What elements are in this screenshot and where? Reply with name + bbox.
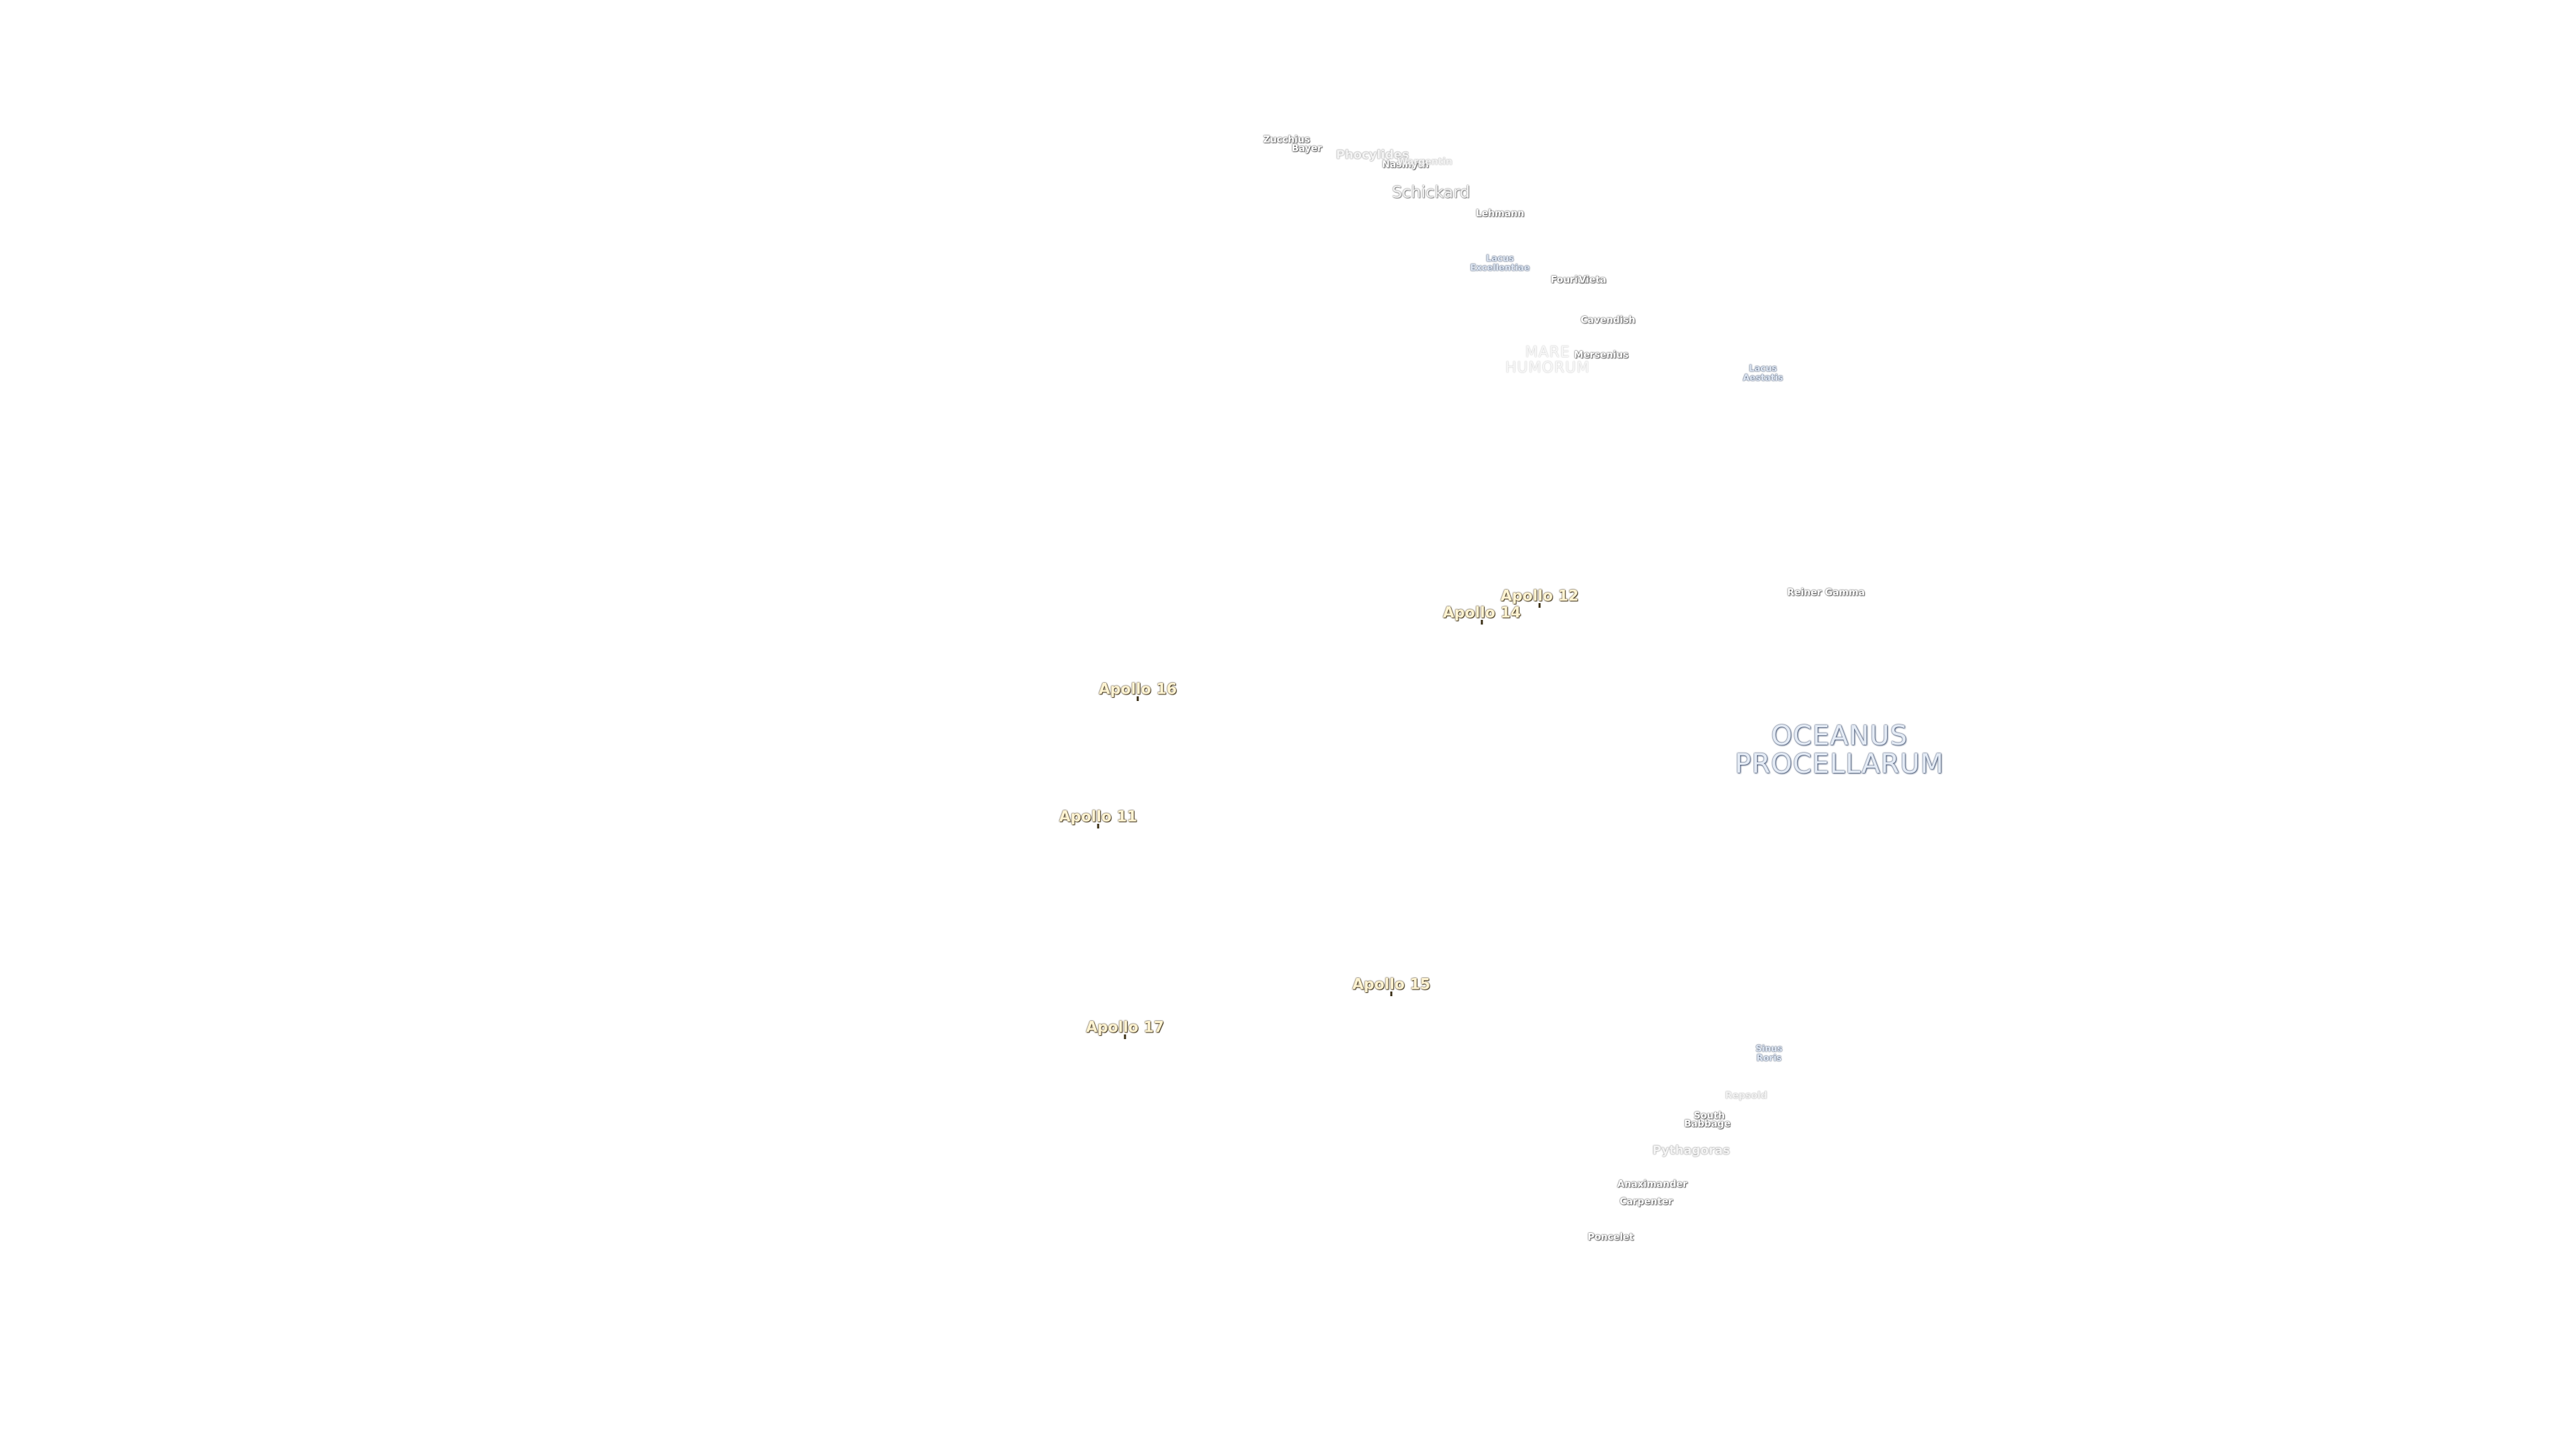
apollo-16-marker[interactable] [1136, 696, 1139, 701]
crater-label-lehmann: Lehmann [1475, 208, 1525, 219]
crater-label-cavendish: Cavendish [1580, 315, 1635, 326]
apollo-17-marker[interactable] [1124, 1034, 1126, 1039]
mare-label-oceanus-procellarum: OCEANUS PROCELLARUM [1735, 722, 1944, 778]
crater-label-reiner-gamma: Reiner Gamma [1787, 587, 1865, 598]
ocean-label-line-1: OCEANUS [1771, 720, 1908, 751]
apollo-site-label-15[interactable]: Apollo 15 [1352, 976, 1431, 994]
lake-label-line-2: Roris [1756, 1053, 1782, 1063]
crater-label-mersenius: Mersenius [1574, 350, 1629, 361]
lake-label-line-1: Lacus [1749, 364, 1777, 374]
mare-label-line-1: MARE [1525, 343, 1570, 361]
lake-label-line-1: Sinus [1755, 1044, 1783, 1055]
apollo-site-label-14[interactable]: Apollo 14 [1442, 604, 1521, 622]
lake-label-lacus-excellentiae: Lacus Excellentiae [1470, 254, 1529, 272]
lake-label-lacus-aestatis: Lacus Aestatis [1743, 364, 1783, 382]
apollo-12-marker[interactable] [1538, 603, 1541, 608]
crater-label-babbage: Babbage [1684, 1118, 1731, 1130]
apollo-site-label-12[interactable]: Apollo 12 [1500, 588, 1579, 605]
crater-label-phocylides: Phocylides [1336, 148, 1409, 162]
crater-label-schickard: Schickard [1391, 182, 1470, 202]
crater-label-poncelet: Poncelet [1587, 1232, 1634, 1243]
crater-label-anaximander: Anaximander [1617, 1179, 1688, 1190]
lake-label-sinus-roris: Sinus Roris [1756, 1044, 1782, 1063]
lake-label-line-1: Lacus [1486, 254, 1514, 264]
crater-label-pythagoras: Pythagoras [1652, 1143, 1730, 1158]
mare-label-line-2: HUMORUM [1505, 360, 1591, 376]
crater-label-fourier: Fourier [1550, 274, 1589, 286]
ocean-label-line-2: PROCELLARUM [1734, 749, 1945, 780]
crater-label-bayer: Bayer [1291, 143, 1322, 154]
crater-label-nasmyth: Nasmyth [1382, 159, 1429, 170]
apollo-11-marker[interactable] [1097, 824, 1099, 828]
mare-label-mare-humorum: MARE HUMORUM [1505, 345, 1590, 376]
apollo-site-label-17[interactable]: Apollo 17 [1085, 1019, 1165, 1036]
crater-label-wargentin: Wargentin [1397, 156, 1453, 168]
crater-label-repsold: Repsold [1725, 1090, 1768, 1102]
crater-label-south: South [1693, 1110, 1725, 1122]
apollo-15-marker[interactable] [1390, 991, 1393, 996]
lake-label-line-2: Aestatis [1742, 373, 1784, 383]
crater-label-carpenter: Carpenter [1619, 1196, 1673, 1208]
lake-label-line-2: Excellentiae [1470, 263, 1530, 273]
apollo-site-label-11[interactable]: Apollo 11 [1059, 808, 1138, 826]
crater-label-vieta: Vieta [1578, 274, 1607, 286]
apollo-site-label-16[interactable]: Apollo 16 [1098, 681, 1177, 698]
crater-label-zucchius: Zucchius [1263, 134, 1310, 146]
apollo-14-marker[interactable] [1481, 620, 1483, 625]
